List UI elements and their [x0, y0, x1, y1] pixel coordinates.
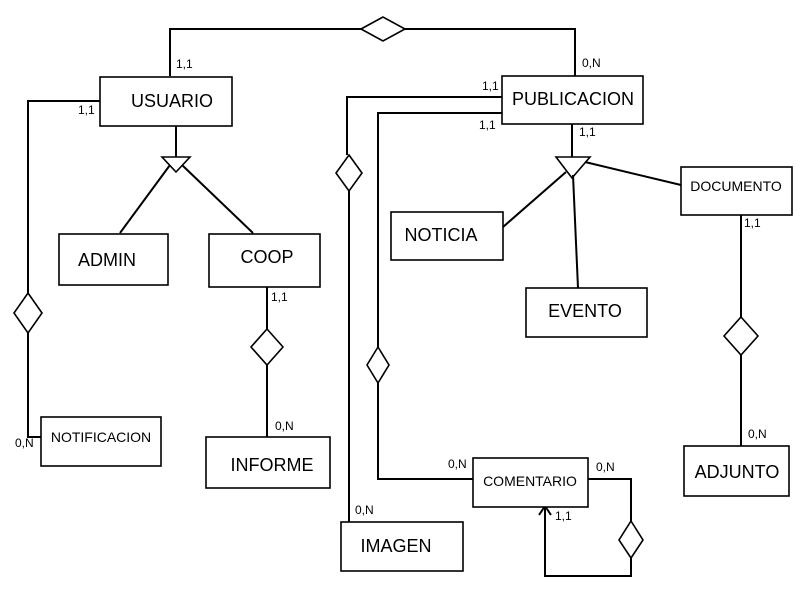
entity-coop-label: COOP — [240, 247, 293, 267]
entity-documento-label: DOCUMENTO — [690, 178, 782, 194]
rel-usuario-notificacion-line — [27, 100, 100, 438]
card-documento-bottom: 1,1 — [744, 216, 761, 230]
card-usuario-pub-right: 0,N — [582, 56, 601, 70]
entity-adjunto-label: ADJUNTO — [695, 462, 780, 482]
entity-admin: ADMIN — [58, 233, 169, 286]
isa-publicacion-evento-line — [572, 174, 579, 289]
card-comentario-right: 0,N — [596, 460, 615, 474]
rel-comentario-self-diamond — [618, 519, 644, 560]
rel-publicacion-comentario-line — [377, 112, 502, 480]
entity-imagen-label: IMAGEN — [360, 536, 431, 556]
isa-usuario-admin-line — [119, 164, 171, 234]
rel-coop-informe-diamond — [249, 327, 285, 367]
entity-publicacion-label: PUBLICACION — [512, 89, 634, 109]
card-comentario-self: 1,1 — [555, 509, 572, 523]
card-comentario-left: 0,N — [448, 457, 467, 471]
isa-publicacion-documento-line — [584, 161, 682, 186]
card-coop-bottom: 1,1 — [271, 290, 288, 304]
card-usuario-pub-left: 1,1 — [176, 57, 193, 71]
rel-publicacion-imagen-line — [346, 96, 502, 155]
entity-documento: DOCUMENTO — [680, 166, 793, 216]
entity-usuario: USUARIO — [99, 76, 233, 127]
isa-publicacion-triangle — [554, 156, 592, 180]
rel-publicacion-imagen-diamond — [335, 153, 363, 193]
rel-usuario-notificacion-diamond — [13, 291, 43, 335]
card-pub-comentario: 1,1 — [479, 118, 496, 132]
rel-documento-adjunto-diamond — [722, 315, 760, 357]
entity-noticia: NOTICIA — [390, 211, 504, 261]
entity-admin-label: ADMIN — [78, 250, 136, 270]
isa-usuario-triangle — [160, 156, 192, 174]
card-adjunto-top: 0,N — [748, 427, 767, 441]
card-usuario-notif-top: 1,1 — [78, 103, 95, 117]
isa-usuario-coop-line — [181, 164, 254, 234]
rel-comentario-self-line — [544, 478, 632, 577]
entity-notificacion-label: NOTIFICACION — [51, 429, 151, 445]
card-informe-top: 0,N — [275, 419, 294, 433]
entity-informe-label: INFORME — [231, 455, 314, 475]
card-pub-imagen: 1,1 — [482, 79, 499, 93]
isa-publicacion-noticia-line — [502, 171, 567, 228]
rel-usuario-publicacion-diamond — [359, 16, 407, 42]
entity-informe: INFORME — [205, 436, 331, 489]
entity-imagen: IMAGEN — [340, 521, 464, 572]
entity-coop: COOP — [208, 233, 321, 288]
entity-evento: EVENTO — [525, 287, 648, 338]
entity-publicacion: PUBLICACION — [501, 75, 644, 125]
entity-noticia-label: NOTICIA — [404, 225, 477, 245]
entity-adjunto: ADJUNTO — [683, 445, 790, 497]
entity-comentario-label: COMENTARIO — [483, 473, 577, 489]
card-pub-bottom: 1,1 — [579, 125, 596, 139]
card-notificacion-side: 0,N — [15, 436, 34, 450]
entity-comentario: COMENTARIO — [472, 457, 589, 508]
rel-publicacion-comentario-diamond — [366, 345, 390, 385]
entity-notificacion: NOTIFICACION — [40, 416, 162, 467]
entity-usuario-label: USUARIO — [131, 91, 213, 111]
entity-evento-label: EVENTO — [548, 301, 622, 321]
card-imagen-top: 0,N — [355, 503, 374, 517]
